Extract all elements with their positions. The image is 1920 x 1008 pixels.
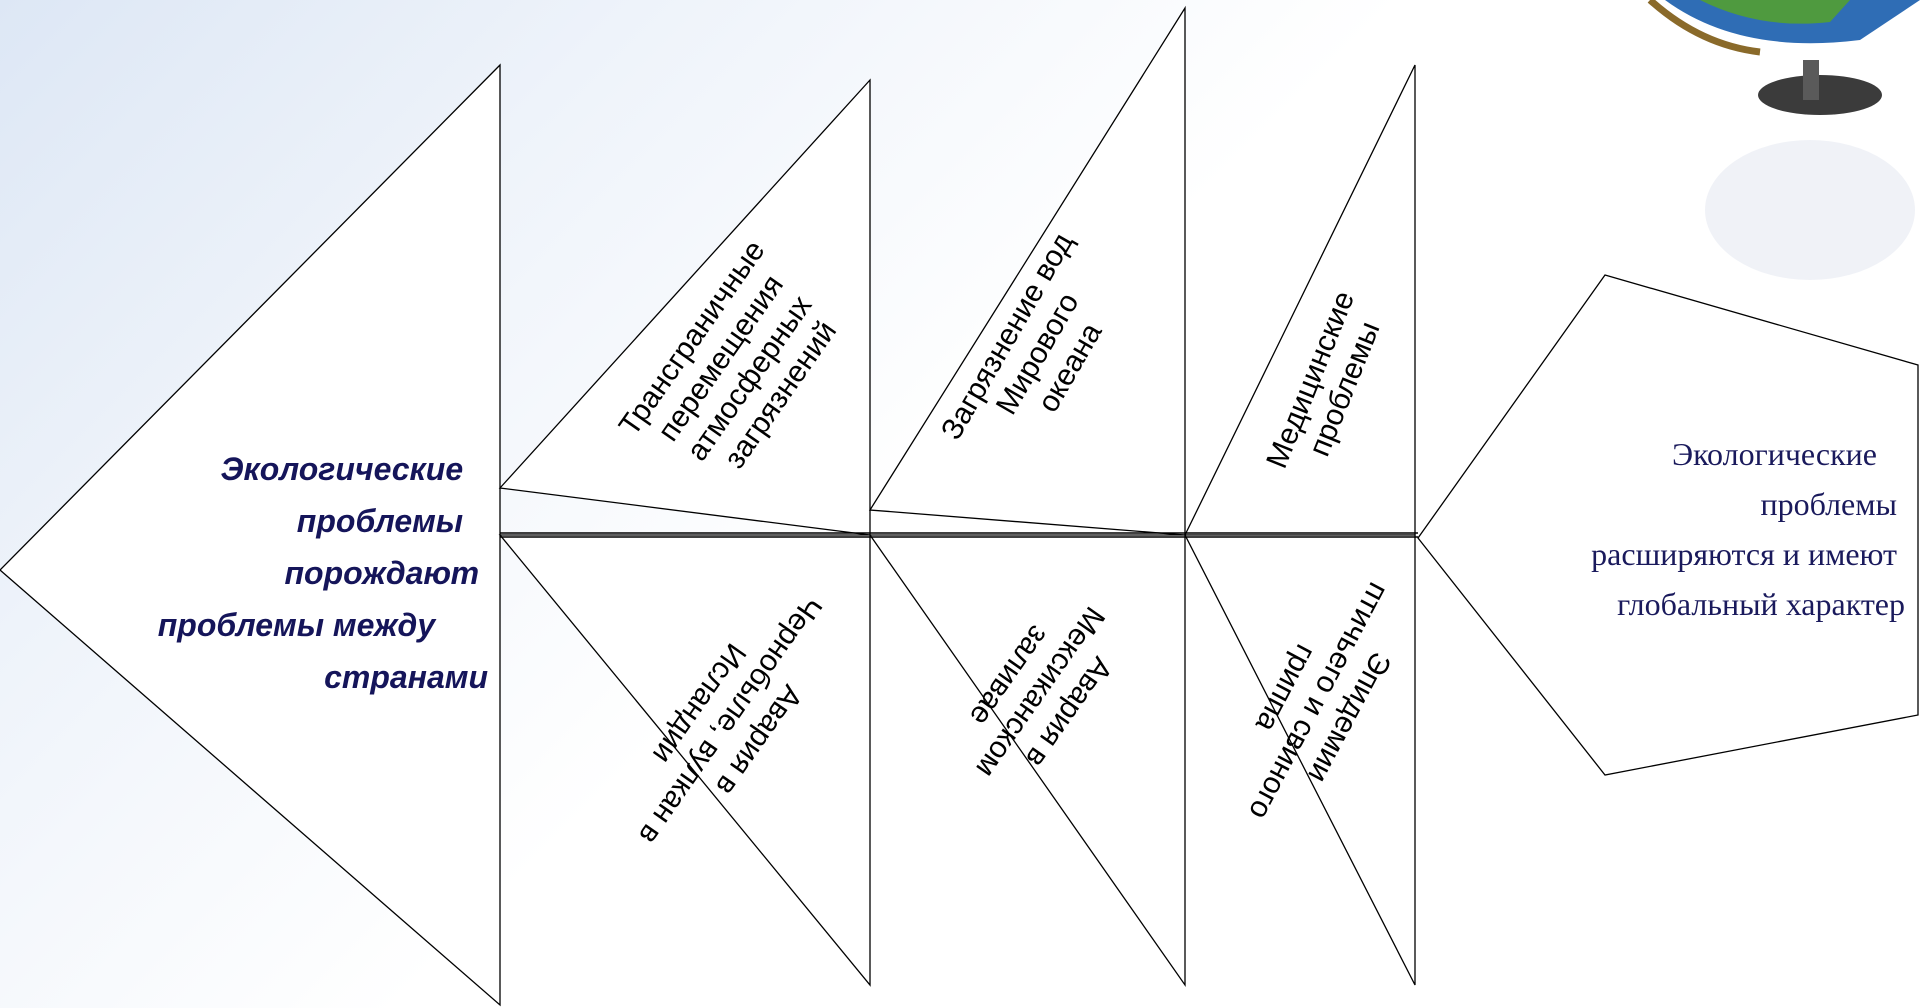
bottom-rib-1 <box>498 534 871 987</box>
head-text: Экологические проблемы порождают проблем… <box>158 451 488 695</box>
top-rib-1-text: Трансграничные перемещения атмосферных з… <box>613 228 863 502</box>
top-rib-2 <box>868 5 1186 536</box>
bottom-rib-3 <box>1183 534 1416 986</box>
result-line: проблемы <box>1760 486 1897 522</box>
result-line: расширяются и имеют <box>1591 536 1897 572</box>
head-line: странами <box>324 659 488 695</box>
result-line: Экологические <box>1672 436 1877 472</box>
result-text: Экологические проблемы расширяются и име… <box>1591 436 1905 622</box>
head-line: порождают <box>285 555 480 591</box>
head-line: проблемы между <box>158 607 438 643</box>
bottom-rib-2 <box>868 534 1186 988</box>
top-rib-1 <box>498 78 871 536</box>
top-rib-3 <box>1183 64 1416 536</box>
result-pentagon <box>1417 274 1919 776</box>
globe-icon <box>1647 0 1920 280</box>
head-line: Экологические <box>220 451 463 487</box>
result-line: глобальный характер <box>1617 586 1905 622</box>
head-line: проблемы <box>297 503 463 539</box>
